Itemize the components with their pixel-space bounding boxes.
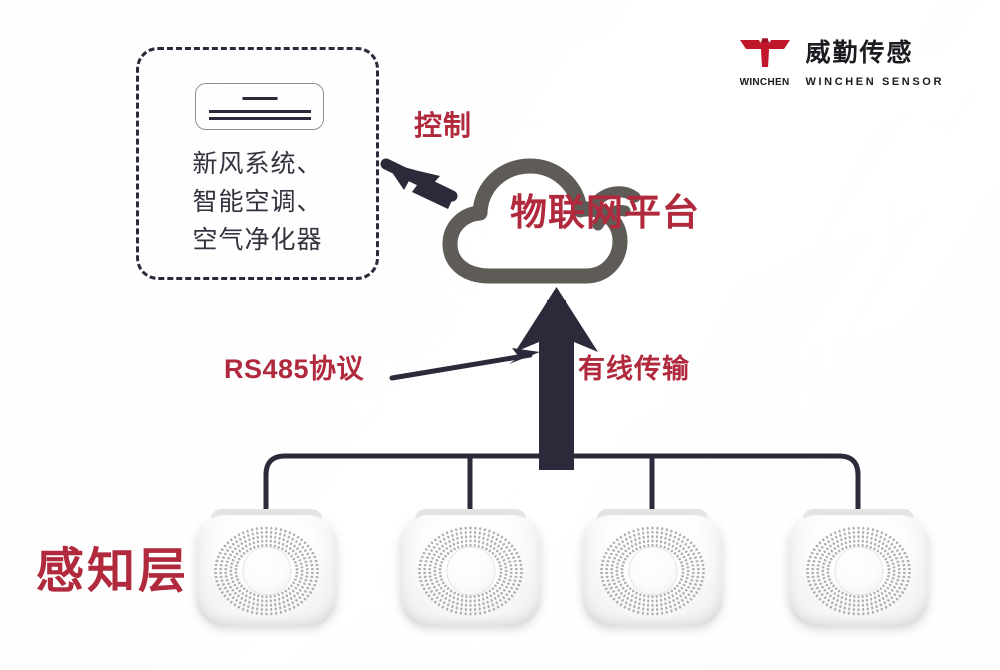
logo-mark-text: WINCHEN xyxy=(739,76,790,88)
winchen-tri-mark-icon xyxy=(739,38,790,67)
platform-label: 物联网平台 xyxy=(510,192,700,233)
air-quality-sensor-icon[interactable] xyxy=(400,509,541,627)
sensor-vent-pattern xyxy=(600,526,705,616)
logo-primary-row: 威勤传感 xyxy=(738,36,914,70)
brand-logo: 威勤传感 WINCHEN WINCHEN SENSOR xyxy=(738,36,944,88)
actuator-label-line-1: 新风系统、 xyxy=(192,150,323,178)
air-quality-sensor-icon[interactable] xyxy=(788,509,929,627)
ac-vent-line-3 xyxy=(208,117,311,120)
actuator-dashed-group[interactable]: 新风系统、 智能空调、 空气净化器 xyxy=(136,47,379,280)
air-quality-sensor-icon[interactable] xyxy=(196,509,337,627)
cloud-wifi-icon[interactable] xyxy=(428,140,658,290)
cloud-wifi-arc-outer xyxy=(590,186,641,208)
sensor-vent-pattern xyxy=(214,526,319,616)
sensor-bus xyxy=(263,453,861,516)
sensor-center-button[interactable] xyxy=(629,547,676,595)
sensor-vent-pattern xyxy=(806,526,911,616)
actuator-label-line-2: 智能空调、 xyxy=(192,188,323,216)
sensor-center-button[interactable] xyxy=(243,547,290,595)
arrow-cloud-to-actuators xyxy=(380,158,458,209)
arrow-sensors-to-cloud xyxy=(515,287,598,470)
sensor-center-button[interactable] xyxy=(447,547,494,595)
actuator-label-block: 新风系统、 智能空调、 空气净化器 xyxy=(139,145,376,259)
actuator-label-line-3: 空气净化器 xyxy=(192,226,323,254)
sensor-center-button[interactable] xyxy=(835,547,882,595)
logo-secondary-row: WINCHEN WINCHEN SENSOR xyxy=(738,77,944,88)
sensor-vent-pattern xyxy=(418,526,523,616)
ac-vent-line-1 xyxy=(242,97,277,100)
label-perception-layer: 感知层 xyxy=(36,545,190,598)
air-quality-sensor-icon[interactable] xyxy=(582,509,723,627)
air-conditioner-icon xyxy=(195,83,324,130)
cloud-wifi-arc-inner xyxy=(592,205,631,231)
cloud-outline xyxy=(442,158,628,284)
label-transmission: 有线传输 xyxy=(578,354,690,384)
logo-name-en: WINCHEN SENSOR xyxy=(805,76,944,88)
label-protocol: RS485协议 xyxy=(224,354,365,384)
label-control: 控制 xyxy=(414,110,473,141)
arrow-rs485-to-uplink xyxy=(389,348,540,381)
logo-name-cn: 威勤传感 xyxy=(805,38,914,67)
ac-vent-line-2 xyxy=(208,110,311,113)
